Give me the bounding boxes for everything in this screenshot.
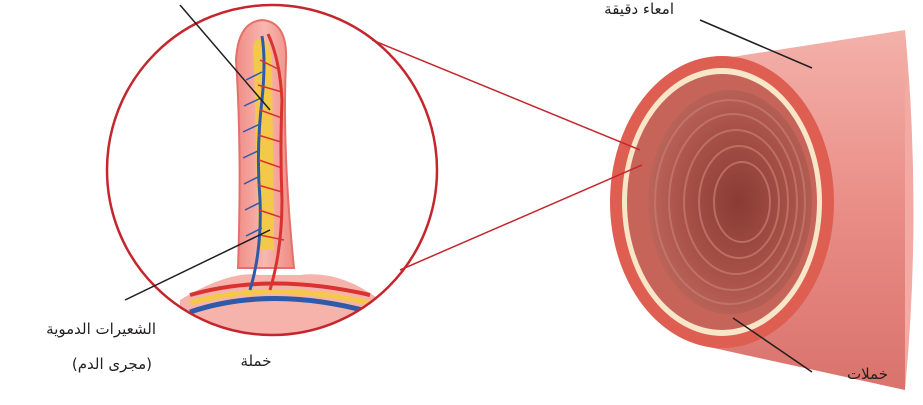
label-small-intestine: امعاء دقيقة (578, 0, 674, 18)
small-intestine-tube (610, 30, 914, 390)
label-villus: خملة (226, 352, 286, 370)
label-villi: خملات (818, 365, 888, 383)
label-capillaries-note: (مجرى الدم) (40, 355, 152, 373)
magnifier-connector-lines (372, 40, 642, 270)
label-capillaries: الشعيرات الدموية (6, 320, 156, 338)
villus-illustration (180, 20, 380, 345)
